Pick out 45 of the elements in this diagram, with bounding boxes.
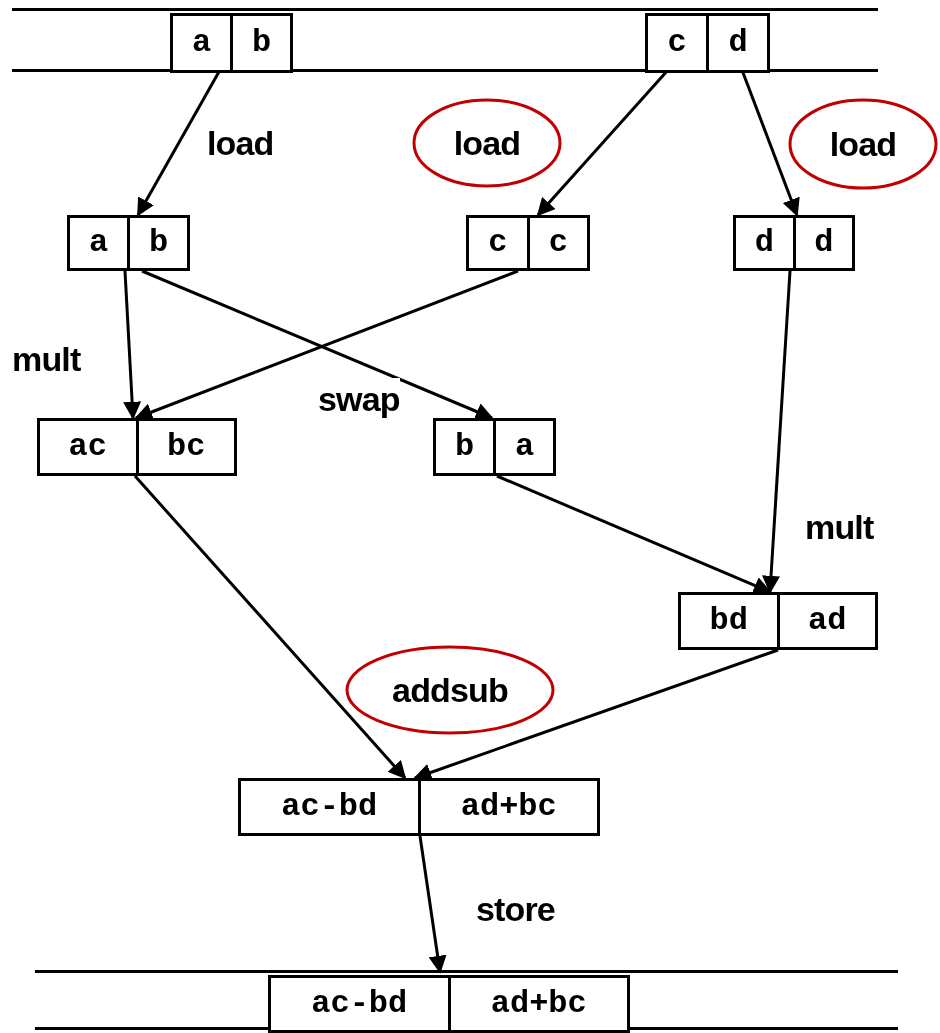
register-lane: ad [776, 595, 875, 647]
register-box [238, 778, 600, 836]
register-lane: b [230, 16, 290, 70]
arrow [123, 270, 142, 420]
register-lane: b [453, 427, 476, 467]
operation-label: mult [805, 507, 874, 548]
memory-band [35, 970, 898, 1030]
arrow [496, 474, 772, 594]
register-box [170, 13, 293, 73]
register-box [466, 215, 590, 271]
register-lane: d [753, 223, 775, 263]
register-lane: bd [708, 601, 749, 641]
operation-label: addsub [392, 669, 508, 711]
register-lane: a [87, 223, 110, 263]
operation-label: load [829, 123, 897, 165]
register-lane: bc [135, 421, 234, 473]
register-lane: b [127, 218, 187, 268]
register-lane: ad+bc [417, 781, 597, 833]
register-lane: ac-bd [310, 984, 409, 1024]
operation-label: load [453, 122, 521, 164]
register-lane: ad+bc [447, 978, 627, 1030]
highlighted-operation [345, 645, 555, 735]
register-box [268, 975, 630, 1033]
operation-label: mult [12, 339, 81, 380]
highlighted-operation [412, 98, 562, 188]
register-lane: d [792, 218, 852, 268]
register-lane: c [487, 223, 509, 263]
register-box [433, 418, 556, 476]
arrow [133, 475, 407, 780]
register-lane: ac-bd [280, 787, 379, 827]
register-box [733, 215, 855, 271]
register-lane: d [706, 16, 767, 70]
register-box [37, 418, 237, 476]
register-lane: ac [67, 427, 108, 467]
register-lane: a [493, 421, 553, 473]
register-box [645, 13, 770, 73]
register-lane: c [526, 218, 587, 268]
register-box [678, 592, 878, 650]
memory-band [12, 8, 878, 72]
edge-label: swap [318, 378, 400, 421]
highlighted-operation [788, 98, 938, 190]
arrow [762, 270, 792, 594]
register-lane: c [666, 23, 688, 63]
register-lane: a [190, 23, 213, 63]
register-box [67, 215, 190, 271]
